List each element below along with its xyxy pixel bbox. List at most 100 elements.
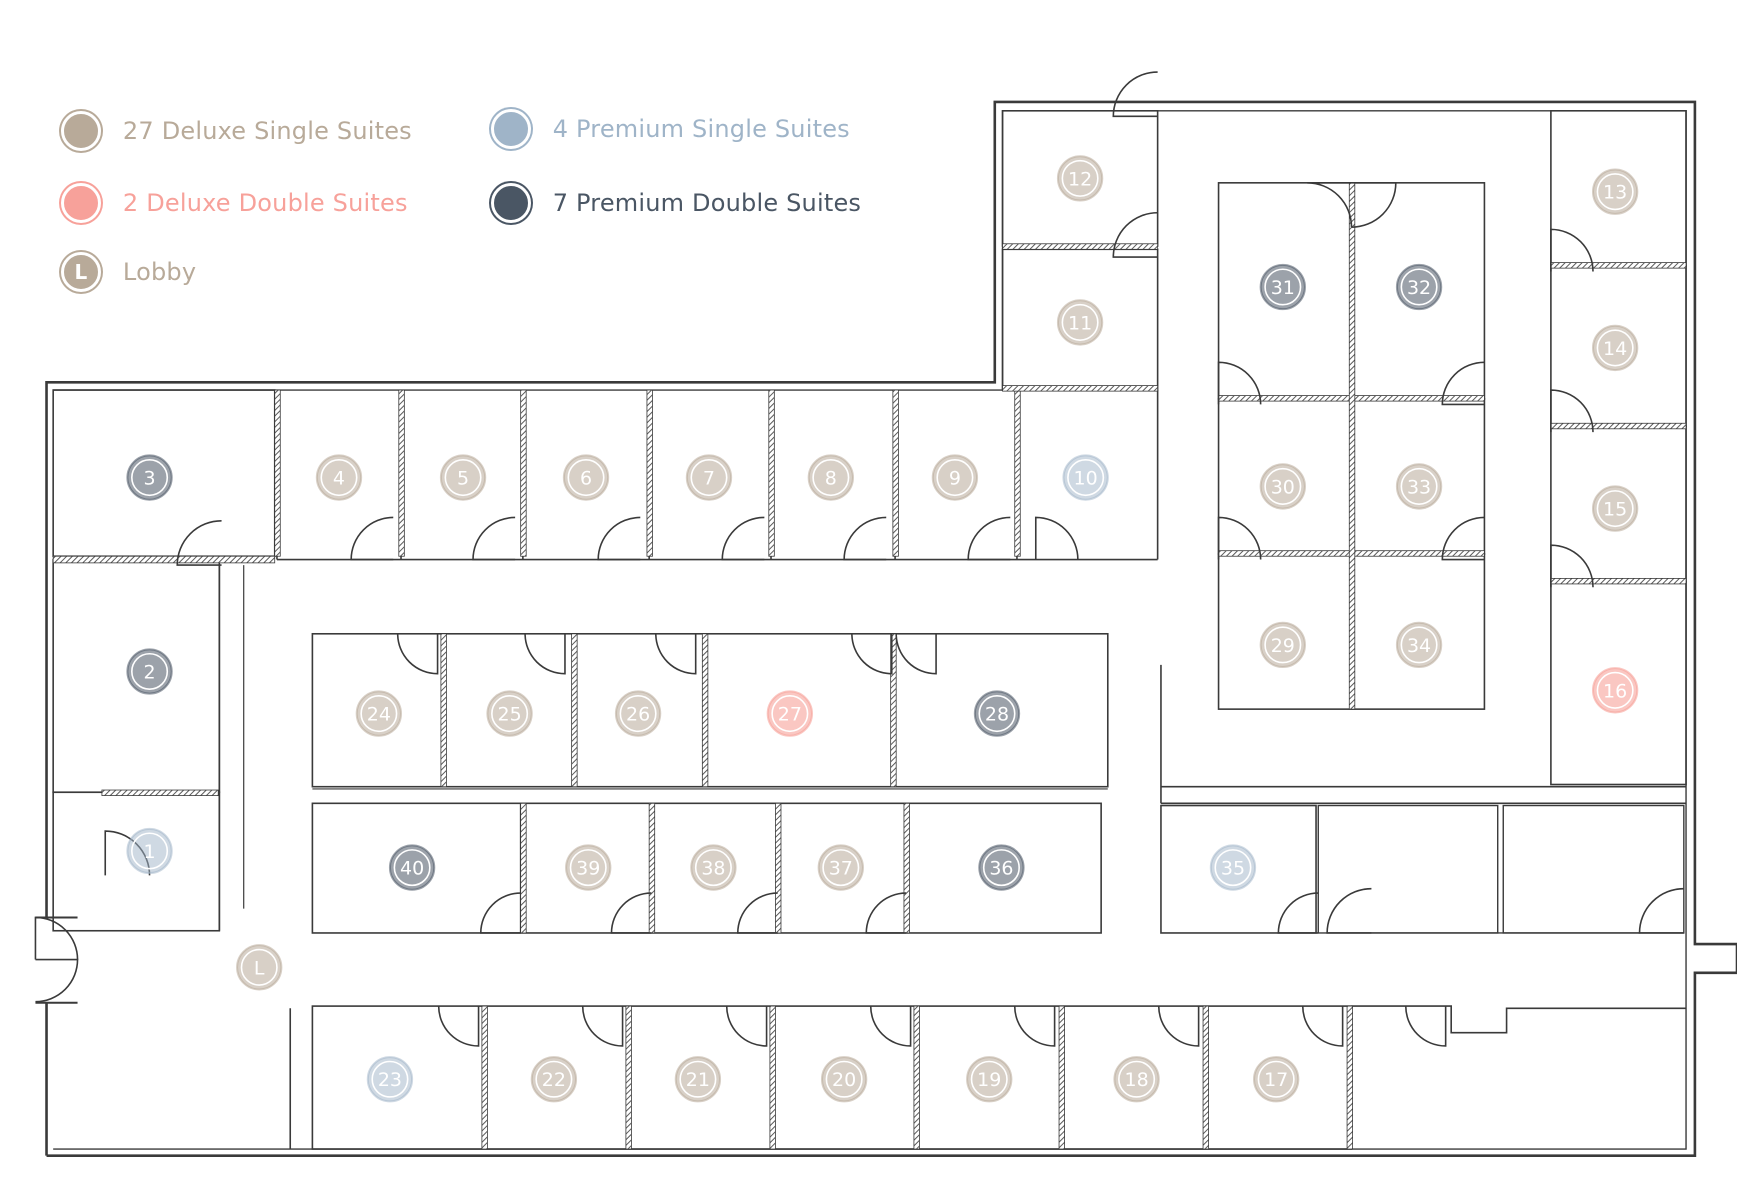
- legend-item-deluxe-double: 2 Deluxe Double Suites: [60, 182, 408, 223]
- suite-number: 18: [1124, 1069, 1148, 1091]
- marker-ring: [619, 695, 657, 733]
- suite-number: 4: [333, 468, 345, 490]
- marker-ring: [1596, 329, 1634, 367]
- marker-disc: [1113, 1056, 1160, 1103]
- suite-marker-30: 30: [1259, 463, 1306, 510]
- suite-marker-35: 35: [1209, 844, 1257, 891]
- suite-marker-33: 33: [1395, 463, 1443, 510]
- marker-disc: [820, 1056, 868, 1103]
- marker-ring: [825, 1060, 863, 1098]
- suite-number: 30: [1271, 476, 1295, 498]
- suite-number: 22: [542, 1069, 566, 1091]
- suite-number: 12: [1068, 168, 1092, 190]
- marker-ring: [1264, 467, 1302, 505]
- suite-marker-L: L: [236, 944, 283, 991]
- suite-number: 13: [1603, 182, 1627, 204]
- marker-ring: [936, 459, 974, 497]
- marker-disc: [1591, 324, 1639, 372]
- marker-disc: [1591, 485, 1639, 532]
- suite-number: 25: [497, 704, 521, 726]
- suite-marker-8: 8: [807, 454, 854, 501]
- suite-number: 14: [1603, 338, 1627, 360]
- walls: [35, 100, 1737, 1157]
- marker-ring: [822, 849, 860, 887]
- marker-disc: [1395, 463, 1443, 510]
- suite-marker-19: 19: [966, 1056, 1013, 1103]
- suite-marker-13: 13: [1591, 168, 1639, 215]
- suite-number: 35: [1221, 858, 1245, 880]
- suite-marker-14: 14: [1591, 324, 1639, 372]
- marker-disc: [685, 454, 733, 501]
- legend-label: 27 Deluxe Single Suites: [122, 116, 412, 145]
- swatch-letter: L: [74, 259, 88, 284]
- suite-number: 28: [985, 704, 1009, 726]
- marker-ring: [1214, 849, 1252, 887]
- legend-label: 7 Premium Double Suites: [552, 188, 862, 217]
- swatch-letter: [64, 114, 98, 148]
- partitions: [52, 182, 1687, 1150]
- suite-number: 7: [703, 468, 715, 490]
- suite-number: 24: [367, 704, 391, 726]
- suite-number: 20: [832, 1069, 856, 1091]
- marker-disc: [973, 690, 1021, 737]
- suite-number: 33: [1407, 476, 1431, 498]
- marker-ring: [131, 832, 169, 870]
- marker-disc: [126, 454, 173, 501]
- marker-disc: [978, 844, 1025, 891]
- suite-marker-38: 38: [690, 844, 737, 891]
- marker-ring: [131, 652, 169, 690]
- marker-disc: [388, 844, 436, 891]
- marker-ring: [320, 459, 358, 497]
- suite-number: 26: [626, 704, 650, 726]
- suite-marker-7: 7: [685, 454, 733, 501]
- marker-ring: [371, 1060, 409, 1098]
- suite-marker-26: 26: [614, 690, 662, 737]
- marker-ring: [771, 695, 809, 733]
- suite-number: 37: [829, 858, 853, 880]
- marker-disc: [674, 1056, 722, 1103]
- marker-disc: [1395, 621, 1443, 669]
- marker-disc: [1259, 621, 1306, 669]
- suite-marker-22: 22: [530, 1056, 578, 1103]
- suite-marker-18: 18: [1113, 1056, 1160, 1103]
- suite-number: 34: [1407, 635, 1431, 657]
- suite-number: 31: [1271, 277, 1295, 299]
- suite-marker-36: 36: [978, 844, 1025, 891]
- marker-disc: [766, 690, 814, 737]
- marker-ring: [1118, 1060, 1156, 1098]
- suite-marker-34: 34: [1395, 621, 1443, 669]
- marker-ring: [1400, 626, 1438, 664]
- marker-ring: [1257, 1060, 1295, 1098]
- suite-number: 16: [1603, 680, 1627, 702]
- suite-number: 39: [576, 858, 600, 880]
- marker-ring: [393, 849, 431, 887]
- swatch-letter: [64, 186, 98, 220]
- doors: [34, 71, 1684, 1047]
- suite-marker-17: 17: [1253, 1056, 1300, 1103]
- marker-ring: [694, 849, 732, 887]
- marker-disc: [1591, 667, 1639, 714]
- marker-ring: [690, 459, 728, 497]
- suite-marker-21: 21: [674, 1056, 722, 1103]
- marker-disc: [1209, 844, 1257, 891]
- suite-number: 8: [825, 468, 837, 490]
- suite-marker-20: 20: [820, 1056, 868, 1103]
- marker-disc: [1259, 263, 1306, 311]
- suite-marker-25: 25: [486, 690, 533, 737]
- suite-marker-1: 1: [126, 827, 173, 875]
- suite-marker-4: 4: [315, 454, 363, 501]
- suite-number: 17: [1264, 1069, 1288, 1091]
- marker-ring: [567, 459, 605, 497]
- marker-disc: [1062, 454, 1109, 501]
- suite-number: 11: [1068, 312, 1092, 334]
- swatch-letter: [494, 112, 528, 146]
- marker-disc: [817, 844, 864, 891]
- marker-disc: [931, 454, 979, 501]
- marker-ring: [978, 695, 1016, 733]
- marker-disc: [562, 454, 610, 501]
- suite-number: 9: [949, 468, 961, 490]
- premium-double-swatch-icon: [490, 182, 531, 223]
- suite-marker-16: 16: [1591, 667, 1639, 714]
- lobby-swatch-icon: L: [60, 251, 101, 292]
